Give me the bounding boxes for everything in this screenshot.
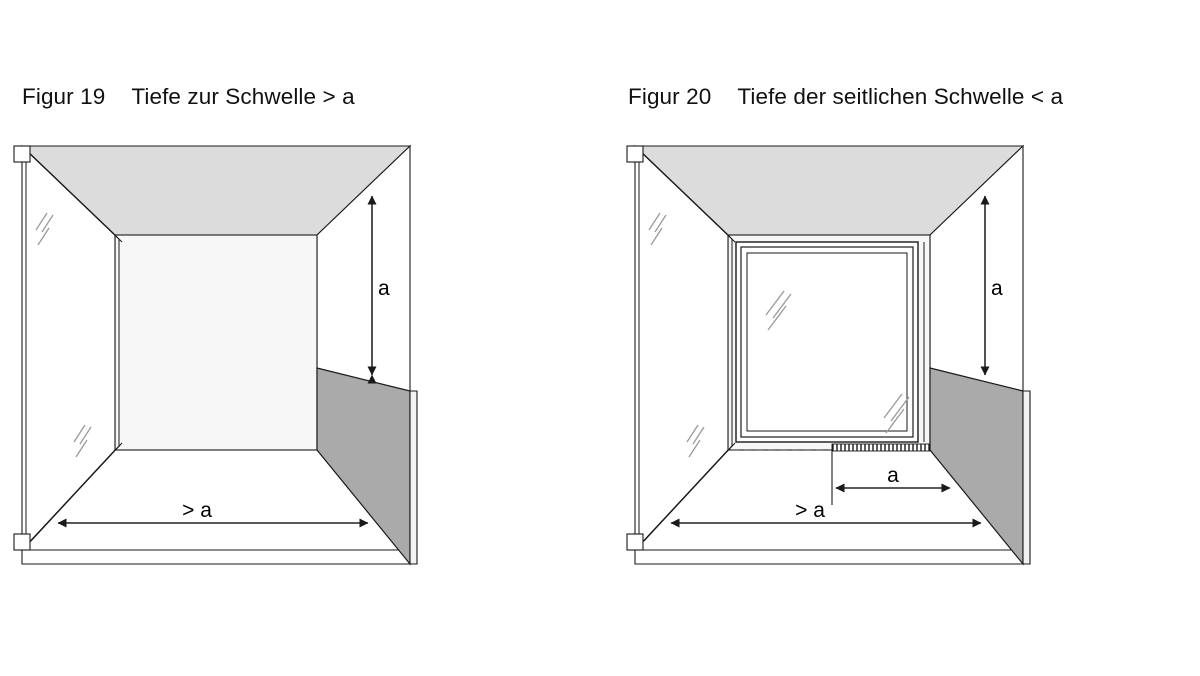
figure-19-caption-number: Figur 19 xyxy=(22,84,106,109)
gray-barrier-panel-edge xyxy=(1022,390,1031,565)
floor-front-band xyxy=(634,549,1024,565)
floor-front-band xyxy=(21,549,411,565)
left-glass-top-mullion-2 xyxy=(30,154,123,243)
left-glass-bottom-mullion-2 xyxy=(643,442,736,542)
corner-post-bottom xyxy=(13,533,31,551)
figure-19-drawing: a > a xyxy=(13,144,418,566)
gray-barrier-panel-edge xyxy=(409,390,418,565)
corner-post-bottom xyxy=(626,533,644,551)
figure-20-caption-text: Tiefe der seitlichen Schwelle < a xyxy=(737,84,1064,109)
figure-19-caption: Figur 19 Tiefe zur Schwelle > a xyxy=(22,84,355,110)
glass-reflection-icon-lower xyxy=(73,424,92,458)
glass-reflection-icon-upper xyxy=(648,212,667,246)
vertical-height-dimension: a xyxy=(367,195,390,384)
left-glass-top-mullion-2 xyxy=(643,154,736,243)
vertical-dimension-label: a xyxy=(991,277,1003,300)
back-wall-plane xyxy=(114,234,318,451)
window-glass-reflection-icon-upper xyxy=(765,290,792,331)
vertical-dimension-label: a xyxy=(378,277,390,300)
figure-20-caption-number: Figur 20 xyxy=(628,84,712,109)
figure-20-drawing: a a > a xyxy=(626,144,1031,566)
glass-reflection-icon-lower xyxy=(686,424,705,458)
corner-post-top xyxy=(13,145,31,163)
corner-post-top xyxy=(626,145,644,163)
figure-20-caption: Figur 20 Tiefe der seitlichen Schwelle < … xyxy=(628,84,1063,110)
threshold-dimension-label: a xyxy=(887,464,899,487)
figure-20-block: Figur 20 Tiefe der seitlichen Schwelle < … xyxy=(600,0,1200,676)
threshold-hatched-strip xyxy=(831,443,931,452)
window-glass-reflection-icon-lower xyxy=(883,393,910,434)
glass-reflection-icon-upper xyxy=(35,212,54,246)
threshold-depth-dimension: a xyxy=(835,464,951,493)
left-glass-bottom-mullion-2 xyxy=(30,442,123,542)
horizontal-depth-dimension: > a xyxy=(57,499,369,528)
figure-19-block: Figur 19 Tiefe zur Schwelle > a xyxy=(13,84,418,566)
horizontal-depth-dimension: > a xyxy=(670,499,982,528)
horizontal-dimension-label: > a xyxy=(795,499,825,522)
vertical-height-dimension: a xyxy=(980,195,1003,376)
figure-19-caption-text: Tiefe zur Schwelle > a xyxy=(131,84,355,109)
horizontal-dimension-label: > a xyxy=(182,499,212,522)
window-glass xyxy=(746,252,908,432)
